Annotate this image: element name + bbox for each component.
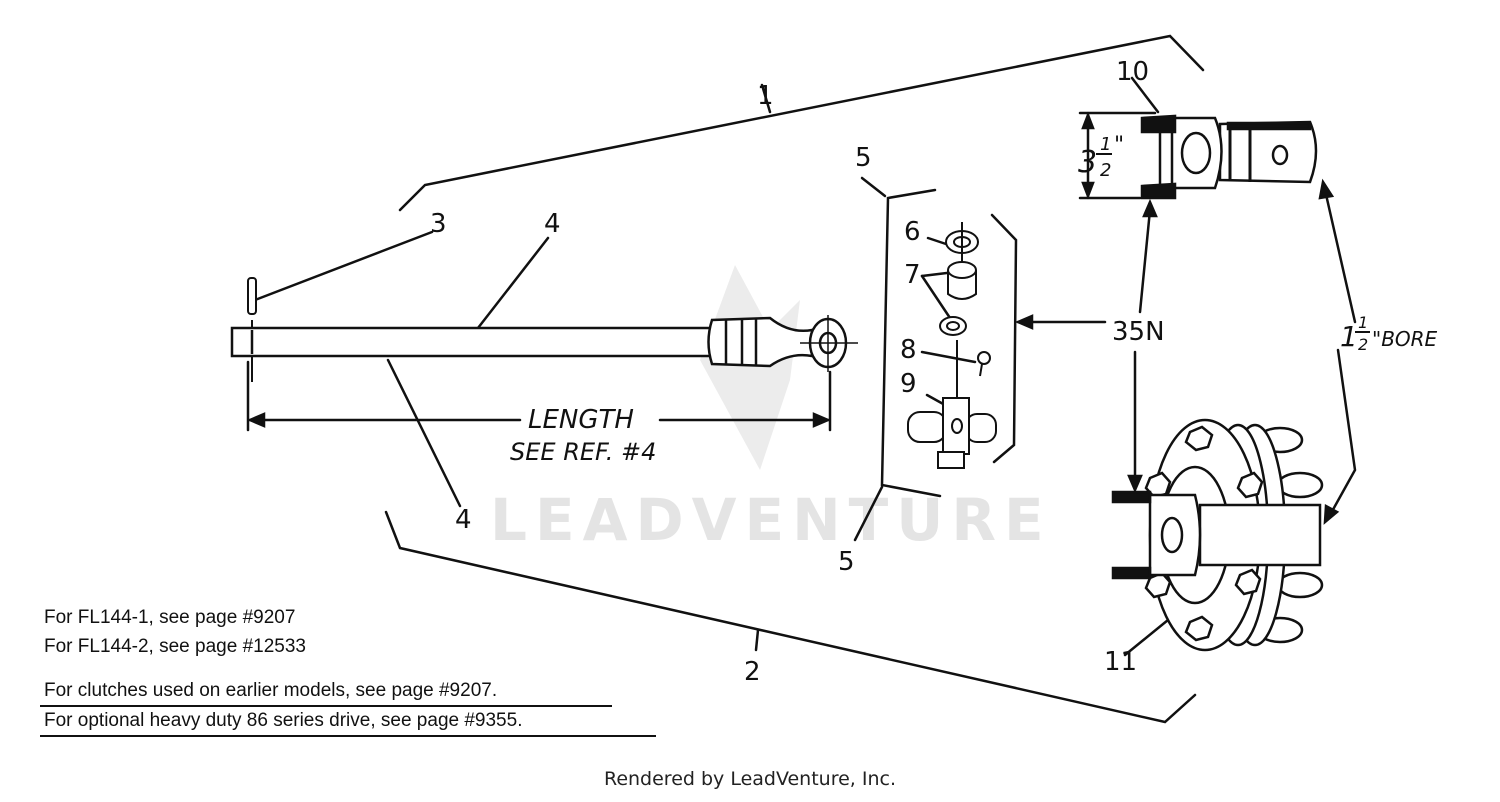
svg-text:1: 1 <box>1340 320 1358 353</box>
part-10-yoke[interactable] <box>1140 114 1318 200</box>
length-arrow-left <box>246 412 266 428</box>
leader-1 <box>760 83 772 114</box>
watermark-logo-icon <box>700 265 800 470</box>
bore-dimension-label: 1 1 2 "BORE <box>1340 313 1438 354</box>
callout-9: 9 <box>900 369 917 399</box>
arrow-bore-bottom <box>1323 503 1340 525</box>
part-7-bearing-cup[interactable] <box>939 261 977 336</box>
part-6-seal[interactable] <box>945 222 979 262</box>
leader-2 <box>754 628 760 652</box>
svg-text:1: 1 <box>1100 134 1111 155</box>
svg-text:1: 1 <box>1358 313 1368 332</box>
callout-11: 11 <box>1104 647 1137 677</box>
length-label: LENGTH <box>528 405 634 435</box>
callout-10: 10 <box>1116 57 1149 87</box>
height-arrow-bottom <box>1081 181 1095 200</box>
leader-6 <box>926 236 948 246</box>
height-arrow-top <box>1081 111 1095 130</box>
note-fl144-1[interactable]: For FL144-1, see page #9207 <box>44 607 296 628</box>
leader-7a <box>920 274 952 320</box>
arrow-yoke-top <box>1142 198 1158 218</box>
callout-1: 1 <box>757 81 774 111</box>
part-8-grease-fitting[interactable] <box>977 351 991 377</box>
arrow-yoke-bottom <box>1127 474 1143 494</box>
length-arrow-right <box>812 412 832 428</box>
bracket-2 <box>384 510 1197 724</box>
note-heavy-duty-drive[interactable]: For optional heavy duty 86 series drive,… <box>44 710 523 731</box>
callout-2: 2 <box>744 657 761 687</box>
footer-credit: Rendered by LeadVenture, Inc. <box>603 768 897 790</box>
leader-bore-bottom <box>1328 348 1357 517</box>
note-earlier-clutches[interactable]: For clutches used on earlier models, see… <box>44 680 498 701</box>
bracket-1 <box>398 34 1205 212</box>
callout-5-top: 5 <box>855 143 872 173</box>
leader-35n-yoke-top <box>1138 208 1152 314</box>
note-fl144-2[interactable]: For FL144-2, see page #12533 <box>44 636 306 657</box>
svg-text:": " <box>1114 133 1124 158</box>
watermark-text: LEADVENTURE <box>490 486 1052 554</box>
svg-text:3: 3 <box>1078 145 1097 180</box>
clutch-bolts <box>1144 425 1264 642</box>
callout-4-bottom: 4 <box>455 505 472 535</box>
bracket-5 <box>880 188 942 498</box>
svg-text:2: 2 <box>1358 335 1368 354</box>
leader-8 <box>920 350 977 364</box>
leader-10 <box>1130 76 1160 114</box>
length-ref-label: SEE REF. #4 <box>510 438 656 466</box>
leader-bore-top <box>1323 188 1357 324</box>
arrow-35n <box>1014 314 1034 330</box>
callout-6: 6 <box>904 217 921 247</box>
part-9-cross-journal[interactable] <box>907 340 997 469</box>
height-dimension-label: 3 1 2 " <box>1078 133 1124 181</box>
leader-4b <box>386 358 462 508</box>
leader-5a <box>860 176 887 198</box>
leader-3 <box>253 230 434 302</box>
callout-3: 3 <box>430 209 447 239</box>
arrow-bore-top <box>1318 178 1335 200</box>
svg-text:"BORE: "BORE <box>1372 327 1438 351</box>
callout-5-bottom: 5 <box>838 547 855 577</box>
part-11-clutch[interactable] <box>1111 418 1324 652</box>
part-4-shaft[interactable] <box>230 315 858 372</box>
leader-11 <box>1123 618 1170 657</box>
leader-5b <box>853 485 884 542</box>
svg-text:2: 2 <box>1100 160 1111 181</box>
leader-4a <box>476 236 550 330</box>
callout-35n: 35N <box>1112 317 1165 347</box>
callout-4-top: 4 <box>544 209 561 239</box>
callout-8: 8 <box>900 335 917 365</box>
callout-7: 7 <box>904 260 921 290</box>
bracket-35n <box>990 213 1018 464</box>
